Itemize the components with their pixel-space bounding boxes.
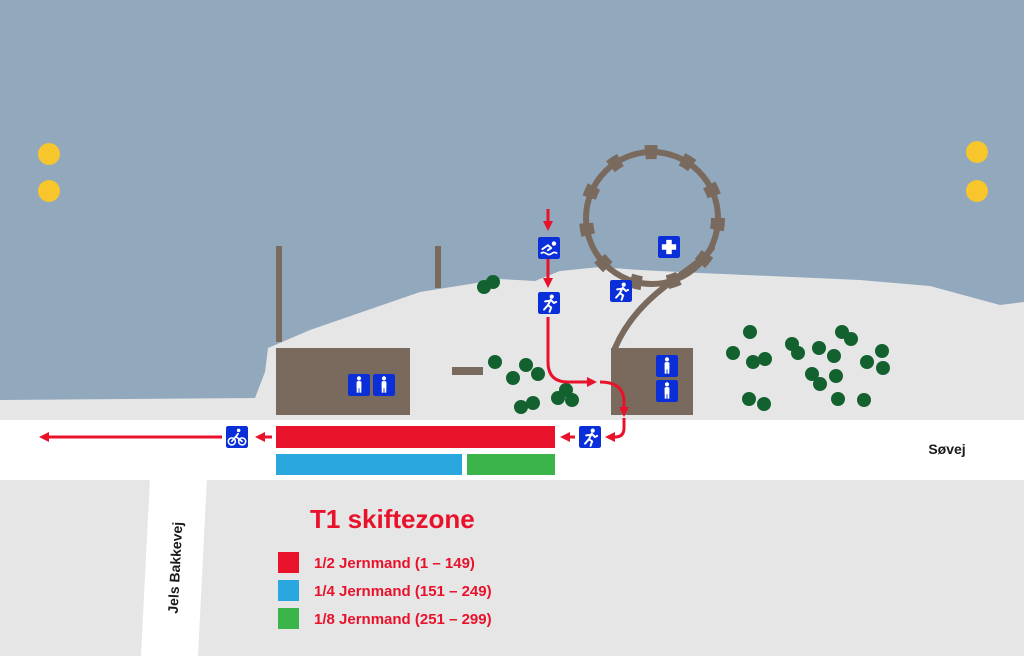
legend-label: 1/8 Jernmand (251 – 299) — [314, 611, 492, 628]
toilet-icon — [373, 374, 395, 396]
toilet-icon — [656, 380, 678, 402]
legend-swatch — [278, 608, 299, 629]
first-aid-icon — [658, 236, 680, 258]
toilet-icon — [348, 374, 370, 396]
map-title: T1 skiftezone — [310, 504, 475, 534]
pier-post — [276, 246, 282, 342]
bench — [452, 367, 483, 375]
buoys — [38, 141, 988, 202]
road-label-jels-bakkevej: Jels Bakkevej — [165, 521, 186, 614]
bike-icon — [226, 426, 248, 448]
run-icon — [610, 280, 632, 302]
trees — [477, 275, 890, 414]
legend-label: 1/4 Jernmand (151 – 249) — [314, 583, 492, 600]
legend: 1/2 Jernmand (1 – 149) 1/4 Jernmand (151… — [278, 552, 492, 629]
zone-rack-green — [467, 454, 555, 475]
toilet-icon — [656, 355, 678, 377]
arrow-to-east-building — [599, 380, 629, 417]
arrow-run-to-zone — [546, 317, 597, 387]
race-route — [39, 209, 629, 442]
pier-post — [435, 246, 441, 288]
road-label-soevej: Søvej — [928, 441, 965, 457]
run-icon — [538, 292, 560, 314]
swim-icon — [538, 237, 560, 259]
legend-swatch — [278, 552, 299, 573]
zone-rack-red — [276, 426, 555, 448]
road-jels-bakkevej — [141, 478, 207, 656]
zone-rack-blue — [276, 454, 462, 475]
arrow-into-road — [605, 418, 626, 442]
legend-swatch — [278, 580, 299, 601]
circular-pier — [579, 145, 725, 351]
run-icon — [579, 426, 601, 448]
legend-label: 1/2 Jernmand (1 – 149) — [314, 555, 475, 572]
